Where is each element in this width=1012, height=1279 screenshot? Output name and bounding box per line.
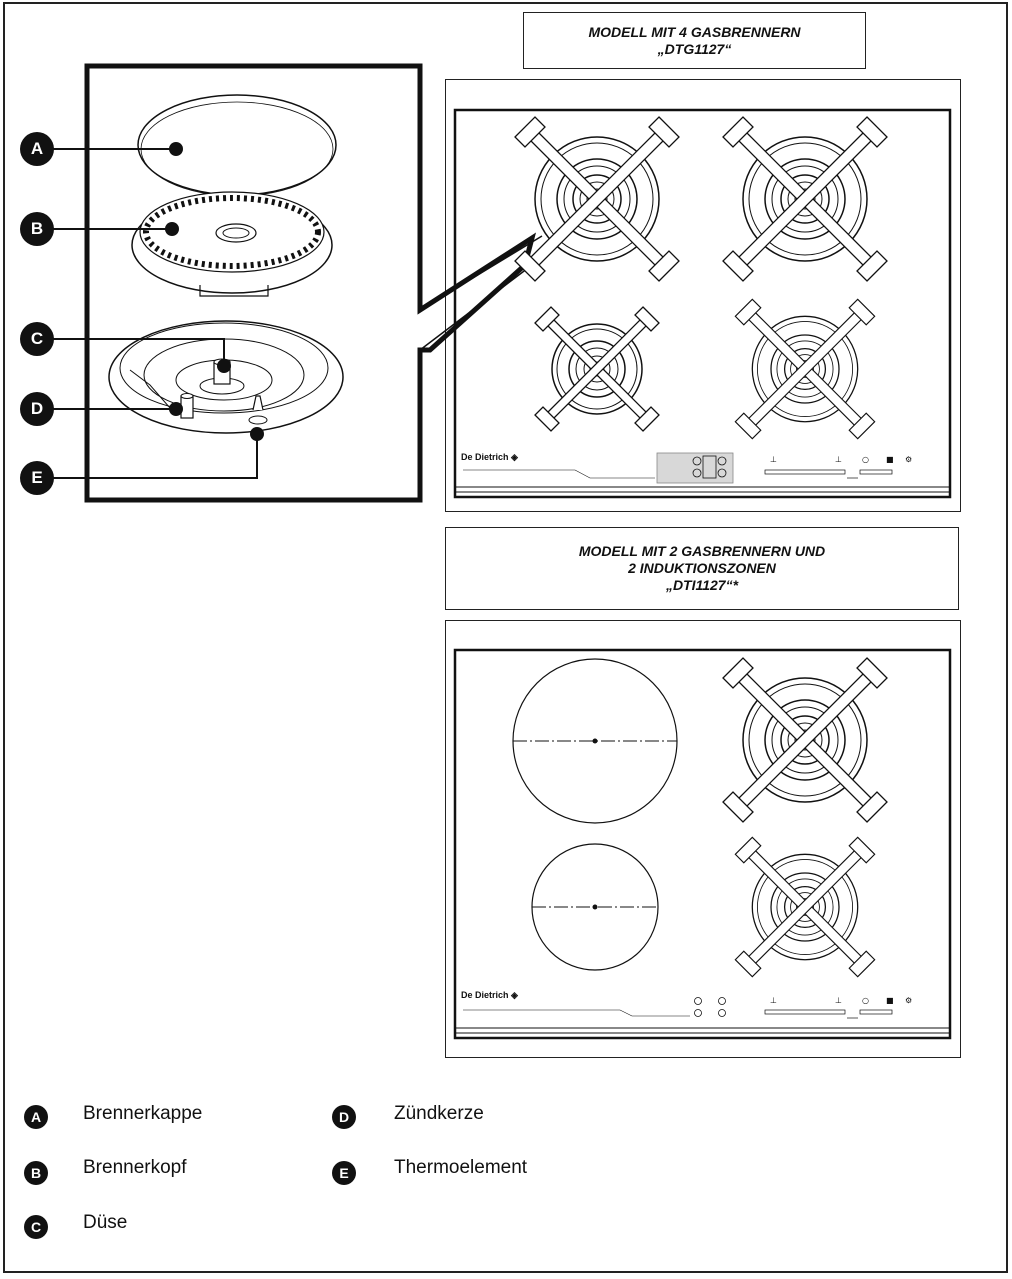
model-2gas-title-line-2: 2 INDUKTIONSZONEN — [628, 560, 776, 576]
hob-4gas-burner-rear-right — [722, 116, 888, 282]
hob-4gas-brand-logo: De Dietrich ◈ — [461, 452, 518, 462]
hob-2gas-burner-front-right — [734, 836, 876, 978]
model-4gas-title-line-2: „DTG1127“ — [657, 40, 732, 57]
svg-text:⊥: ⊥ — [770, 996, 777, 1005]
svg-text:⊥: ⊥ — [770, 455, 777, 464]
induction-zone-large — [512, 658, 678, 824]
model-2gas-title: MODELL MIT 2 GASBRENNERN UND 2 INDUKTION… — [445, 527, 959, 610]
induction-zone-small — [531, 843, 659, 971]
legend-badge-b: B — [24, 1161, 48, 1185]
legend-badge-e: E — [332, 1161, 356, 1185]
hob-2gas-burner-rear-right — [722, 657, 888, 823]
hob-4gas-burner-front-left — [534, 306, 660, 432]
svg-text:■: ■ — [886, 996, 894, 1005]
hob-4gas-panel — [445, 79, 961, 512]
svg-text:⚙: ⚙ — [905, 455, 912, 464]
callout-c: C — [20, 322, 54, 356]
callout-b: B — [20, 212, 54, 246]
model-2gas-title-line-3: „DTI1127“* — [665, 577, 739, 593]
callout-e: E — [20, 461, 54, 495]
hob-4gas-burner-front-right — [734, 298, 876, 440]
callout-a: A — [20, 132, 54, 166]
legend-label-c: Düse — [83, 1212, 128, 1233]
hob-2gas-drawing: ⊥ ⊥ ○ ■ ⚙ — [453, 648, 952, 1040]
legend-badge-a: A — [24, 1105, 48, 1129]
page-frame — [3, 2, 1008, 1273]
model-4gas-title: MODELL MIT 4 GASBRENNERN „DTG1127“ — [523, 12, 866, 69]
svg-text:⊥: ⊥ — [835, 455, 842, 464]
svg-text:■: ■ — [886, 455, 894, 464]
burner-cap-drawing — [137, 94, 337, 197]
svg-text:⊥: ⊥ — [835, 996, 842, 1005]
hob-2gas-panel — [445, 620, 961, 1058]
callout-d: D — [20, 392, 54, 426]
legend-label-d: Zündkerze — [394, 1103, 484, 1124]
legend-label-e: Thermoelement — [394, 1157, 528, 1178]
legend-badge-d: D — [332, 1105, 356, 1129]
svg-text:○: ○ — [862, 996, 869, 1005]
legend-label-b: Brennerkopf — [83, 1157, 187, 1178]
burner-base-drawing — [108, 320, 344, 434]
hob-4gas-drawing: ⊥ ⊥ ○ ■ ⚙ — [453, 108, 952, 499]
hob-2gas-brand-logo: De Dietrich ◈ — [461, 990, 518, 1000]
model-2gas-title-line-1: MODELL MIT 2 GASBRENNERN UND — [578, 543, 826, 559]
svg-text:⚙: ⚙ — [905, 996, 912, 1005]
burner-head-drawing — [131, 191, 333, 297]
svg-text:○: ○ — [862, 455, 869, 464]
legend-badge-c: C — [24, 1215, 48, 1239]
model-4gas-title-line-1: MODELL MIT 4 GASBRENNERN — [588, 23, 801, 40]
hob-4gas-burner-rear-left — [514, 116, 680, 282]
legend-label-a: Brennerkappe — [83, 1103, 203, 1124]
